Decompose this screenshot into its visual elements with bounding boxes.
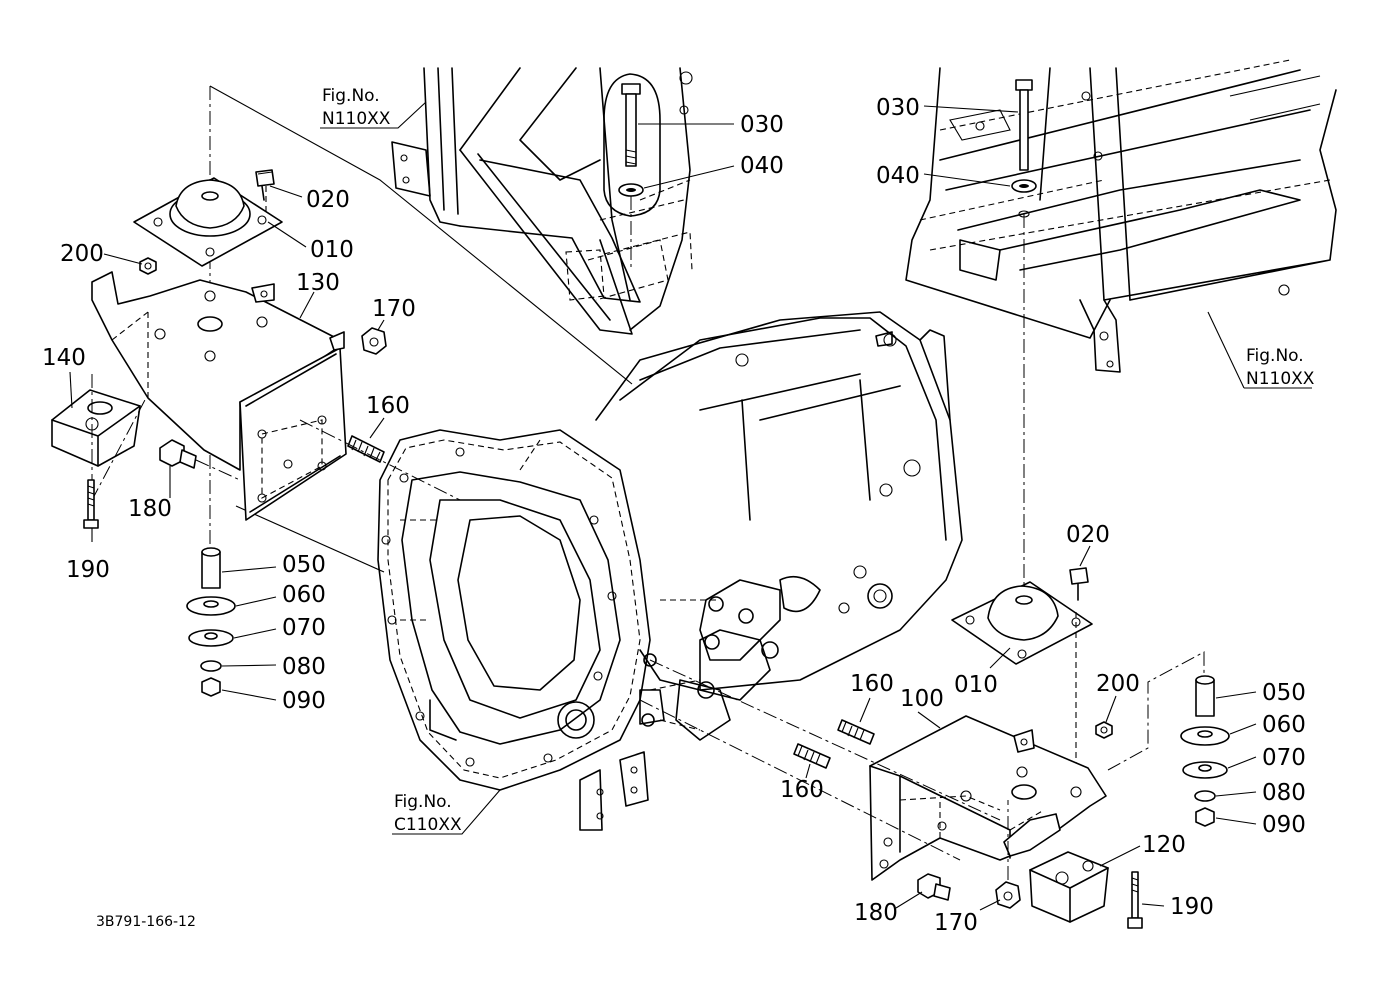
spacer-stack-right [1107,651,1230,827]
callout-160-left: 160 [366,393,410,419]
callout-100-right: 100 [900,686,944,712]
bolt-180-right [917,873,951,901]
rubber-mount-right [951,581,1093,665]
callout-140-left: 140 [42,345,86,371]
callout-070-right: 070 [1262,745,1306,771]
callout-020-right: 020 [1066,522,1110,548]
frame-assembly-left [391,67,693,335]
nut-170-left [361,327,387,355]
callout-030-top: 030 [740,112,784,138]
rubber-block-140-left [51,374,147,501]
callout-070-left: 070 [282,615,326,641]
callout-090-left: 090 [282,688,326,714]
bolt-190-right [1127,871,1143,929]
leader-lines [69,101,1312,911]
callout-030-right: 030 [876,95,920,121]
rubber-block-120-right [1029,851,1109,923]
callout-050-right: 050 [1262,680,1306,706]
callout-010-right: 010 [954,672,998,698]
callout-180-left: 180 [128,496,172,522]
top-bolt-right [1011,79,1037,590]
callout-120-right: 120 [1142,832,1186,858]
callout-040-top: 040 [740,153,784,179]
callout-090-right: 090 [1262,812,1306,838]
callout-040-right: 040 [876,163,920,189]
transmission-housing [377,311,963,831]
callout-170-left: 170 [372,296,416,322]
callout-200-right: 200 [1096,671,1140,697]
studs-160-right [639,659,1001,861]
nut-200-right [1095,721,1113,739]
callout-200-left: 200 [60,241,104,267]
callout-160b-right: 160 [780,777,824,803]
drawing-code: 3B791-166-12 [96,914,196,930]
callout-190-left: 190 [66,557,110,583]
fig-ref-label-right: Fig.No. [1246,346,1304,366]
callout-080-left: 080 [282,654,326,680]
callout-160a-right: 160 [850,671,894,697]
rubber-mount-left [133,177,283,267]
callout-080-right: 080 [1262,780,1306,806]
bracket-100-right [869,715,1107,881]
nut-170-right [995,800,1021,909]
callout-020-left: 020 [306,187,350,213]
callout-170-right: 170 [934,910,978,936]
callout-060-left: 060 [282,582,326,608]
stud-160-left [299,419,461,501]
spacer-stack-left [186,547,236,697]
callout-010-left: 010 [310,237,354,263]
bracket-130-left [91,271,347,521]
left-mount-assembly [51,85,633,697]
callout-180-right: 180 [854,900,898,926]
callout-050-left: 050 [282,552,326,578]
nut-200-left [139,257,157,275]
bolt-020-left [255,169,275,201]
fig-ref-code-left: N110XX [322,109,391,129]
bolt-020-right [1069,567,1089,790]
part-number-labels: 020 010 200 130 170 140 160 180 190 050 … [42,95,1306,936]
fig-ref-label-left: Fig.No. [322,86,380,106]
bolt-180-left [159,439,241,481]
fig-ref-code-right: N110XX [1246,369,1315,389]
callout-130-left: 130 [296,270,340,296]
callout-060-right: 060 [1262,712,1306,738]
bolt-190-left [83,479,99,529]
top-bolt-assembly [603,73,661,270]
figure-references: Fig.No. N110XX Fig.No. N110XX Fig.No. C1… [322,86,1315,835]
callout-190-right: 190 [1170,894,1214,920]
fig-ref-label-housing: Fig.No. [394,792,452,812]
fig-ref-code-housing: C110XX [394,815,462,835]
right-mount-assembly [639,79,1230,929]
frame-assembly-right [905,59,1337,373]
